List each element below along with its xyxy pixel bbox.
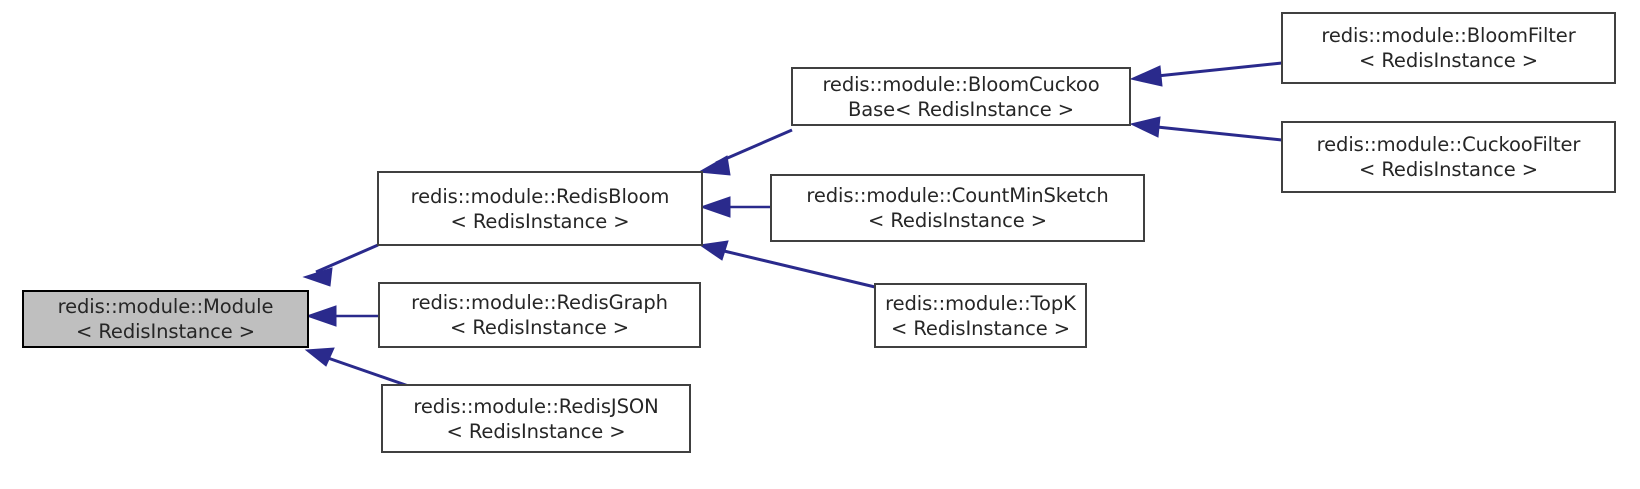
edge-redisjson-to-module bbox=[304, 347, 421, 392]
module-node-line2: < RedisInstance > bbox=[76, 320, 255, 343]
redisbloom-node-line1: redis::module::RedisBloom bbox=[410, 184, 670, 208]
redisgraph-node-line1: redis::module::RedisGraph bbox=[411, 291, 668, 314]
edge-redisgraph-to-module bbox=[305, 305, 379, 327]
countminsketch-node-line1: redis::module::CountMinSketch bbox=[806, 184, 1109, 207]
bloomcuckoobase-node[interactable]: redis::module::BloomCuckoo Base< RedisIn… bbox=[791, 67, 1131, 126]
edge-bloomcuckoobase-to-redisbloom bbox=[697, 128, 793, 176]
bloomfilter-node-line1: redis::module::BloomFilter bbox=[1321, 24, 1576, 47]
edge-cuckoofilter-to-bloomcuckoobase bbox=[1129, 116, 1283, 142]
redisjson-node[interactable]: redis::module::RedisJSON < RedisInstance… bbox=[381, 384, 691, 453]
module-node-line1: redis::module::Module bbox=[57, 295, 274, 318]
redisgraph-node-line2: < RedisInstance > bbox=[450, 316, 629, 339]
cuckoofilter-node-line2: < RedisInstance > bbox=[1359, 158, 1538, 181]
module-node[interactable]: redis::module::Module < RedisInstance > bbox=[22, 290, 309, 348]
edge-redisbloom-to-module bbox=[302, 243, 379, 287]
bloomcuckoobase-node-line1: redis::module::BloomCuckoo bbox=[822, 72, 1100, 96]
redisbloom-node-line2: < RedisInstance > bbox=[450, 209, 630, 233]
edge-topk-to-redisbloom bbox=[698, 240, 876, 289]
bloomcuckoobase-node-line2: Base< RedisInstance > bbox=[847, 97, 1075, 121]
redisgraph-node[interactable]: redis::module::RedisGraph < RedisInstanc… bbox=[378, 282, 701, 348]
redisjson-node-line2: < RedisInstance > bbox=[446, 419, 626, 443]
edge-countminsketch-to-redisbloom bbox=[699, 196, 771, 218]
bloomfilter-node[interactable]: redis::module::BloomFilter < RedisInstan… bbox=[1281, 12, 1616, 84]
topk-node-line1: redis::module::TopK bbox=[885, 291, 1076, 315]
redisbloom-node[interactable]: redis::module::RedisBloom < RedisInstanc… bbox=[377, 171, 703, 246]
countminsketch-node-line2: < RedisInstance > bbox=[868, 209, 1047, 232]
cuckoofilter-node[interactable]: redis::module::CuckooFilter < RedisInsta… bbox=[1281, 121, 1616, 193]
topk-node-line2: < RedisInstance > bbox=[891, 316, 1070, 340]
cuckoofilter-node-line1: redis::module::CuckooFilter bbox=[1316, 133, 1581, 156]
topk-node[interactable]: redis::module::TopK < RedisInstance > bbox=[874, 283, 1087, 348]
redisjson-node-line1: redis::module::RedisJSON bbox=[413, 394, 659, 418]
bloomfilter-node-line2: < RedisInstance > bbox=[1359, 49, 1538, 72]
countminsketch-node[interactable]: redis::module::CountMinSketch < RedisIns… bbox=[770, 174, 1145, 242]
edge-bloomfilter-to-bloomcuckoobase bbox=[1129, 61, 1283, 87]
